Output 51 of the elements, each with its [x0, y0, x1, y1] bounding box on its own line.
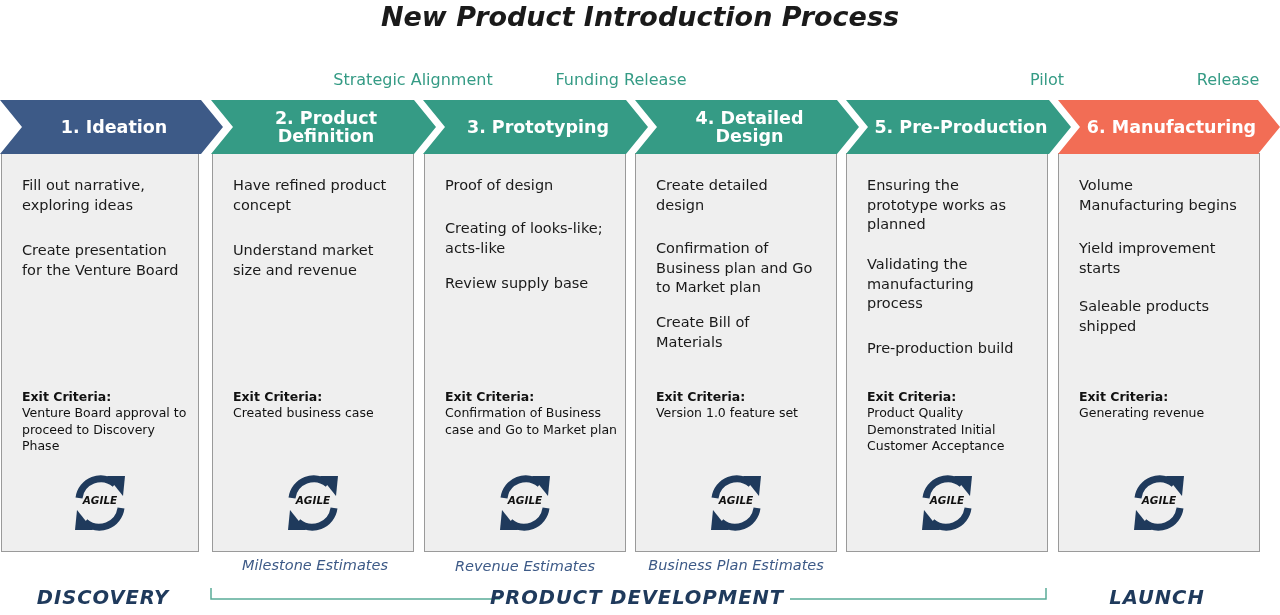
task-text: Creating of looks-like; acts-like	[445, 219, 604, 258]
milestone-label: Strategic Alignment	[333, 70, 493, 89]
phase-label: LAUNCH	[1109, 586, 1205, 609]
task-text: Create detailed design	[656, 176, 769, 215]
milestone-label: Pilot	[1029, 70, 1065, 89]
task-text: Fill out narrative, exploring ideas	[22, 176, 146, 215]
task-text: Understand market size and revenue	[233, 241, 375, 280]
agile-text: AGILE	[506, 494, 544, 506]
milestone-label: Release	[1196, 70, 1260, 89]
exit-criteria-heading: Exit Criteria:	[445, 389, 536, 404]
exit-criteria-text: Version 1.0 feature set	[656, 405, 799, 422]
exit-criteria-text: Venture Board approval to proceed to Discovery Phase	[22, 405, 188, 455]
agile-text: AGILE	[1140, 494, 1178, 506]
stage-chevron: 6. Manufacturing	[1057, 100, 1280, 154]
task-text: Have refined product concept	[233, 176, 388, 215]
phase-label: PRODUCT DEVELOPMENT	[489, 586, 785, 609]
stage-chevron: 4. Detailed Design	[634, 100, 859, 154]
task-text: Pre-production build	[867, 339, 1015, 358]
task-text: Ensuring the prototype works as planned	[867, 176, 1007, 234]
task-text: Create presentation for the Venture Board	[22, 241, 180, 280]
agile-text: AGILE	[717, 494, 755, 506]
milestone-label: Funding Release	[555, 70, 687, 89]
task-text: Proof of design	[445, 176, 555, 195]
stage-chevron: 2. Product Definition	[210, 100, 436, 154]
exit-criteria-text: Product Quality Demonstrated Initial Customer Acceptance	[867, 405, 1006, 455]
exit-criteria-heading: Exit Criteria:	[656, 389, 747, 404]
task-text: Saleable products shipped	[1079, 297, 1210, 336]
task-text: Yield improvement starts	[1079, 239, 1217, 278]
exit-criteria-heading: Exit Criteria:	[233, 389, 324, 404]
stage-chevron: 5. Pre-Production	[845, 100, 1071, 154]
exit-criteria-text: Created business case	[233, 405, 375, 422]
exit-criteria-text: Confirmation of Business case and Go to Market plan	[445, 405, 618, 438]
estimate-label: Business Plan Estimates	[648, 557, 824, 573]
task-text: Confirmation of Business plan and Go to Market plan	[656, 239, 814, 297]
exit-criteria-heading: Exit Criteria:	[867, 389, 958, 404]
stage-chevron: 1. Ideation	[0, 100, 223, 154]
exit-criteria-heading: Exit Criteria:	[1079, 389, 1170, 404]
task-text: Validating the manufacturing process	[867, 255, 975, 313]
estimate-label: Revenue Estimates	[455, 558, 595, 574]
agile-text: AGILE	[81, 494, 119, 506]
stage-chevron: 3. Prototyping	[422, 100, 648, 154]
estimate-label: Milestone Estimates	[242, 557, 388, 573]
task-text: Review supply base	[445, 274, 590, 293]
phase-label: DISCOVERY	[36, 586, 170, 609]
exit-criteria-text: Generating revenue	[1079, 405, 1206, 422]
title: New Product Introduction Process	[379, 0, 901, 34]
agile-text: AGILE	[928, 494, 966, 506]
agile-text: AGILE	[294, 494, 332, 506]
task-text: Volume Manufacturing begins	[1079, 176, 1238, 215]
exit-criteria-heading: Exit Criteria:	[22, 389, 113, 404]
task-text: Create Bill of Materials	[656, 313, 751, 352]
